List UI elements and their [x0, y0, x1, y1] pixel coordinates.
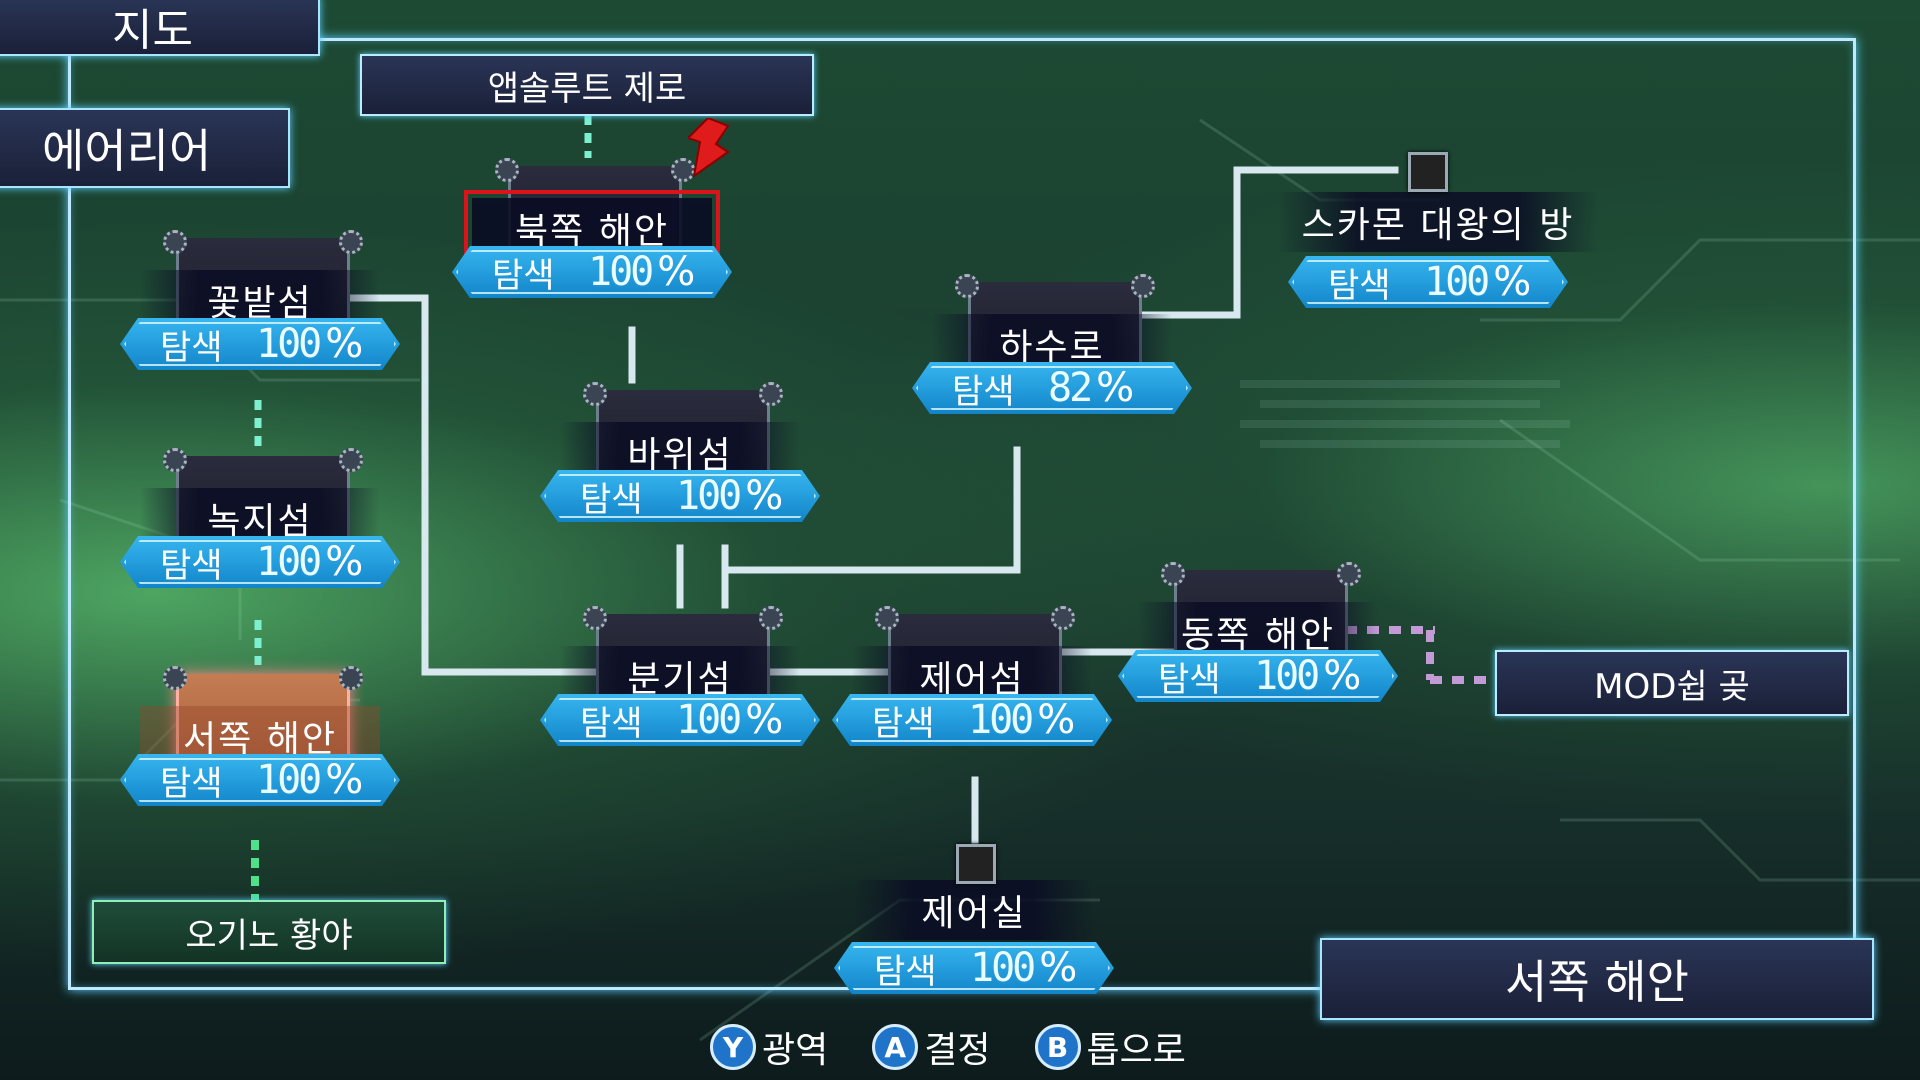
explore-badge: 탐색 82 %: [912, 362, 1192, 414]
explore-label: 탐색: [160, 545, 223, 586]
node-flower-field[interactable]: 꽃밭섬 탐색 100 %: [120, 228, 400, 370]
explore-badge: 탐색 100 %: [834, 942, 1114, 994]
node-name: 제어실: [854, 880, 1094, 940]
chip-icon: [1408, 152, 1448, 192]
explore-value: 100: [676, 697, 742, 743]
explore-label: 탐색: [160, 763, 223, 804]
node-rock-island[interactable]: 바위섬 탐색 100 %: [540, 380, 820, 522]
area-ogino[interactable]: 오기노 황야: [92, 900, 446, 964]
hint-label: 결정: [924, 1030, 991, 1071]
explore-unit: %: [1096, 365, 1135, 411]
explore-value: 100: [1254, 653, 1320, 699]
area-absolute-zero[interactable]: 앱솔루트 제로: [360, 54, 814, 116]
explore-badge: 탐색 100 %: [1288, 256, 1568, 308]
hint-label: 톱으로: [1086, 1030, 1186, 1071]
explore-badge: 탐색 100 %: [120, 754, 400, 806]
map-title: 지도: [0, 0, 320, 56]
explore-value: 100: [676, 473, 742, 519]
node-control-room[interactable]: 제어실 탐색 100 %: [834, 880, 1114, 1020]
explore-badge: 탐색 100 %: [120, 536, 400, 588]
explore-unit: %: [1493, 259, 1532, 305]
y-button-icon: Y: [710, 1024, 756, 1070]
explore-label: 탐색: [580, 479, 643, 520]
node-north-coast[interactable]: 북쪽 해안 탐색 100 %: [452, 156, 732, 298]
explore-label: 탐색: [952, 371, 1015, 412]
explore-label: 탐색: [1328, 265, 1391, 306]
explore-value: 100: [970, 945, 1036, 991]
explore-unit: %: [657, 249, 696, 295]
explore-badge: 탐색 100 %: [120, 318, 400, 370]
explore-label: 탐색: [492, 255, 555, 296]
explore-label: 탐색: [872, 703, 935, 744]
explore-label: 탐색: [1158, 659, 1221, 700]
chip-icon: [956, 844, 996, 884]
explore-badge: 탐색 100 %: [540, 470, 820, 522]
explore-value: 100: [588, 249, 654, 295]
hint-region[interactable]: Y 광역: [710, 1024, 829, 1071]
explore-value: 100: [256, 539, 322, 585]
hint-to-top[interactable]: B 톱으로: [1034, 1024, 1186, 1071]
explore-value: 100: [968, 697, 1034, 743]
node-name: 스카몬 대왕의 방: [1278, 192, 1598, 252]
explore-unit: %: [1037, 697, 1076, 743]
explore-unit: %: [325, 757, 364, 803]
area-mod-shop[interactable]: MOD쉽 곶: [1495, 650, 1849, 716]
explore-label: 탐색: [580, 703, 643, 744]
b-button-icon: B: [1034, 1024, 1081, 1070]
explore-unit: %: [325, 539, 364, 585]
node-east-coast[interactable]: 동쪽 해안 탐색 100 %: [1118, 560, 1398, 702]
node-branch-island[interactable]: 분기섬 탐색 100 %: [540, 604, 820, 746]
a-button-icon: A: [872, 1024, 919, 1070]
explore-unit: %: [1323, 653, 1362, 699]
node-west-coast[interactable]: 서쪽 해안 탐색 100 %: [120, 664, 400, 806]
explore-value: 100: [256, 757, 322, 803]
current-location: 서쪽 해안: [1320, 938, 1874, 1020]
explore-unit: %: [745, 697, 784, 743]
explore-unit: %: [1039, 945, 1078, 991]
explore-unit: %: [745, 473, 784, 519]
explore-label: 탐색: [874, 951, 937, 992]
node-rust-island[interactable]: 녹지섬 탐색 100 %: [120, 446, 400, 588]
explore-badge: 탐색 100 %: [832, 694, 1112, 746]
explore-value: 82: [1048, 365, 1093, 411]
explore-unit: %: [325, 321, 364, 367]
explore-label: 탐색: [160, 327, 223, 368]
explore-badge: 탐색 100 %: [452, 246, 732, 298]
node-sewer[interactable]: 하수로 탐색 82 %: [912, 272, 1192, 414]
area-label: 에어리어: [0, 108, 290, 188]
hint-label: 광역: [762, 1030, 829, 1071]
explore-badge: 탐색 100 %: [1118, 650, 1398, 702]
node-control-island[interactable]: 제어섬 탐색 100 %: [832, 604, 1112, 746]
button-hints: Y 광역 A 결정 B 톱으로: [710, 1024, 1186, 1071]
explore-value: 100: [256, 321, 322, 367]
cursor-arrow-icon: [688, 118, 730, 178]
node-skamon-room[interactable]: 스카몬 대왕의 방 탐색 100 %: [1278, 192, 1598, 332]
explore-value: 100: [1424, 259, 1490, 305]
hint-confirm[interactable]: A 결정: [872, 1024, 991, 1071]
explore-badge: 탐색 100 %: [540, 694, 820, 746]
